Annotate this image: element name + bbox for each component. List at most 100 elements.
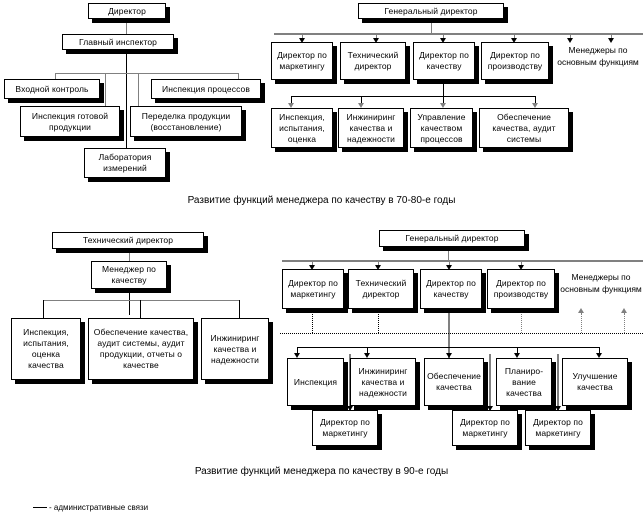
node-quality-manager-label: Менеджер по качеству [101, 264, 157, 285]
connector-drop-inspection-br [297, 347, 298, 354]
arrow-down-improvement-br-icon [596, 353, 602, 358]
node-quality-manager[interactable]: Менеджер по качеству [91, 261, 167, 289]
node-director[interactable]: Директор [88, 3, 166, 19]
connector-bus-top-left [55, 73, 238, 74]
node-measurement-lab[interactable]: Лаборатория измерений [84, 148, 166, 178]
node-quality-engineering-bl[interactable]: Инжиниринг качества и надежности [201, 318, 269, 380]
node-dir-marketing-row4-a[interactable]: Директор по маркетингу [312, 410, 378, 446]
node-dir-marketing-row4-c-label: Директор по маркетингу [533, 417, 583, 438]
arrow-down-fm2-icon [608, 38, 614, 43]
node-quality-engineering-br-label: Инжиниринг качества и надежности [358, 365, 408, 398]
node-dir-marketing-top[interactable]: Директор по маркетингу [271, 42, 333, 80]
node-dir-marketing-row4-a-label: Директор по маркетингу [320, 417, 370, 438]
arrow-down-marketing-icon [299, 38, 305, 43]
connector-stem-production-br [521, 260, 522, 266]
arrow-up-fm2-icon [621, 308, 627, 313]
connector-bus-br-row3 [297, 347, 599, 348]
node-dir-marketing-row4-b[interactable]: Директор по маркетингу [452, 410, 518, 446]
node-measurement-lab-label: Лаборатория измерений [98, 152, 152, 173]
node-process-inspection[interactable]: Инспекция процессов [151, 79, 261, 99]
node-dir-quality-br[interactable]: Директор по качеству [420, 269, 482, 309]
node-dir-production-top-label: Директор по производству [487, 50, 543, 71]
node-functional-managers-top: Менеджеры по основным функциям [556, 44, 640, 68]
node-dir-technical-br[interactable]: Технический директор [348, 269, 414, 309]
connector-stem-row4-c [557, 354, 559, 413]
legend-administrative-links: - административные связи [33, 503, 148, 512]
node-dir-production-br[interactable]: Директор по производству [487, 269, 555, 309]
node-technical-director-bottom[interactable]: Технический директор [52, 232, 204, 249]
connector-dotted-fm2-br [624, 313, 625, 333]
connector-bus-top-right-row2 [291, 96, 535, 97]
node-rework[interactable]: Переделка продукции (восстановление) [130, 106, 242, 137]
arrow-down-production-br-icon [518, 265, 524, 270]
arrow-down-quality-icon [440, 38, 446, 43]
node-quality-assurance-br[interactable]: Обеспечение качества [424, 358, 484, 406]
node-incoming-control-label: Входной контроль [15, 83, 89, 94]
connector-chief-spine [126, 50, 127, 148]
node-quality-engineering-top-label: Инжиниринг качества и надежности [346, 111, 396, 144]
node-inspection-tests-top-label: Инспекция, испытания, оценка [279, 111, 325, 144]
caption-top: Развитие функций менеджера по качеству в… [0, 195, 643, 206]
connector-drop-rework [138, 73, 139, 106]
node-rework-label: Переделка продукции (восстановление) [141, 110, 231, 132]
connector-bus-bottom-left [43, 300, 239, 301]
node-quality-planning-br-label: Планиро-вание качества [504, 365, 544, 398]
connector-dotted-technical-br [378, 311, 379, 333]
arrow-down-technical-br-icon [375, 265, 381, 270]
connector-drop-finished [105, 73, 106, 106]
connector-drop-planning-br [517, 347, 518, 354]
node-dir-marketing-row4-c[interactable]: Директор по маркетингу [525, 410, 591, 446]
node-ceo-bottom-label: Генеральный директор [405, 233, 499, 243]
connector-arrow-stem-production [514, 33, 515, 39]
node-dir-marketing-br[interactable]: Директор по маркетингу [282, 269, 344, 309]
node-qa-audits-reports-bl-label: Обеспечение качества, аудит системы, ауд… [93, 327, 189, 370]
arrow-down-fm1-icon [567, 38, 573, 43]
connector-dotted-fm1-br [581, 313, 582, 333]
node-chief-inspector[interactable]: Главный инспектор [62, 34, 174, 50]
node-quality-engineering-bl-label: Инжиниринг качества и надежности [210, 332, 260, 365]
node-dir-marketing-br-label: Директор по маркетингу [288, 278, 338, 299]
node-ceo-bottom[interactable]: Генеральный директор [379, 230, 525, 247]
node-dir-production-br-label: Директор по производству [493, 278, 549, 299]
node-dir-production-top[interactable]: Директор по производству [481, 42, 549, 80]
node-quality-improvement-br[interactable]: Улучшение качества [562, 358, 628, 406]
node-inspection-br[interactable]: Инспекция [287, 358, 344, 406]
arrow-down-row4-a-icon [347, 406, 353, 411]
node-qa-audits-reports-bl[interactable]: Обеспечение качества, аудит системы, ауд… [88, 318, 194, 380]
node-ceo-top[interactable]: Генеральный директор [358, 3, 504, 19]
connector-arrow-stem-fm2 [611, 33, 612, 39]
node-quality-improvement-br-label: Улучшение качества [572, 371, 618, 392]
connector-arrow-stem-technical [376, 33, 377, 39]
node-dir-technical-top-label: Технический директор [347, 50, 399, 71]
connector-qm-spine [129, 289, 130, 315]
connector-arrow-stem-fm1 [570, 33, 571, 39]
node-inspection-tests-top[interactable]: Инспекция, испытания, оценка [271, 108, 333, 148]
node-finished-goods-inspection[interactable]: Инспекция готовой продукции [20, 106, 120, 137]
node-incoming-control[interactable]: Входной контроль [4, 79, 100, 99]
node-finished-goods-inspection-label: Инспекция готовой продукции [31, 110, 109, 132]
node-process-quality-mgmt-top[interactable]: Управление качеством процессов [410, 108, 473, 148]
node-process-quality-mgmt-top-label: Управление качеством процессов [417, 111, 466, 144]
node-dir-quality-top-label: Директор по качеству [419, 50, 469, 71]
node-quality-engineering-top[interactable]: Инжиниринг качества и надежности [338, 108, 404, 148]
connector-stem-technical-br [378, 260, 379, 266]
node-quality-assurance-br-label: Обеспечение качества [427, 371, 481, 392]
node-chief-inspector-label: Главный инспектор [78, 36, 158, 47]
connector-stem-row4-b [489, 354, 491, 413]
connector-arrow-stem-marketing [302, 33, 303, 39]
connector-stem-quality-br [449, 260, 450, 266]
node-dir-technical-top[interactable]: Технический директор [340, 42, 406, 80]
node-director-label: Директор [108, 5, 146, 16]
node-inspection-tests-quality-bl[interactable]: Инспекция, испытания, оценка качества [11, 318, 81, 380]
arrow-down-qa-br-icon [446, 353, 452, 358]
node-qa-audit-top[interactable]: Обеспечение качества, аудит системы [479, 108, 569, 148]
node-functional-managers-br-label: Менеджеры по основным функциям [560, 272, 642, 294]
node-quality-engineering-br[interactable]: Инжиниринг качества и надежности [350, 358, 416, 406]
node-dir-technical-br-label: Технический директор [355, 278, 407, 299]
node-dir-quality-top[interactable]: Директор по качеству [413, 42, 475, 80]
arrow-down-planning-br-icon [514, 353, 520, 358]
node-dir-quality-br-label: Директор по качеству [426, 278, 476, 299]
legend-administrative-links-label: - административные связи [49, 503, 149, 512]
arrow-up-fm1-icon [578, 308, 584, 313]
node-quality-planning-br[interactable]: Планиро-вание качества [496, 358, 552, 406]
